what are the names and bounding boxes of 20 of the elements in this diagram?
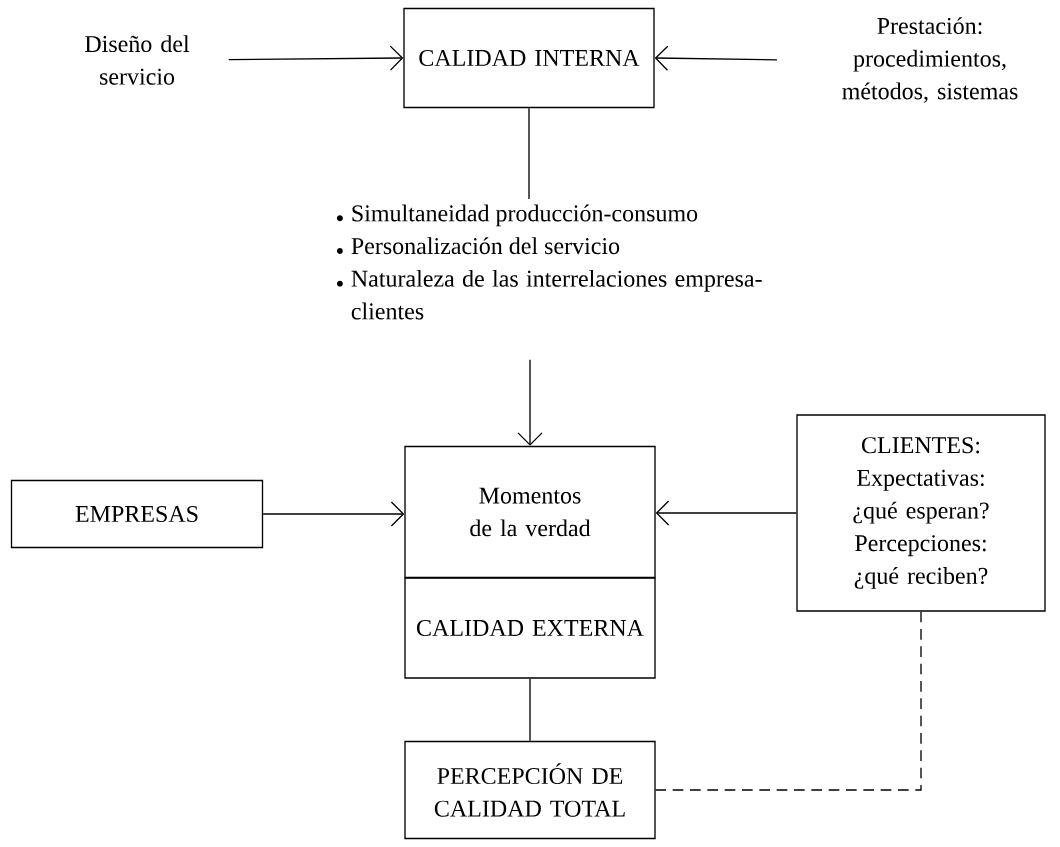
label-text: Diseño del servicio — [85, 35, 190, 85]
connector-line — [528, 107, 530, 200]
node-label: Simultaneidad producción-consumo — [352, 204, 698, 227]
arrow — [262, 501, 405, 527]
connector-line — [529, 678, 531, 742]
arrow — [517, 359, 543, 446]
process-box: Momentos de la verdad — [404, 445, 656, 579]
node-label: Naturaleza de las interrelaciones empresa-clientes — [351, 269, 762, 320]
dashed-line — [655, 611, 922, 791]
process-box: EMPRESAS — [10, 479, 264, 549]
process-box: PERCEPCIÓN DE CALIDAD TOTAL — [404, 740, 656, 840]
label-text: Prestación: procedimientos, métodos, sistemas — [842, 17, 1018, 103]
node-label: Personalización del servicio — [351, 237, 620, 255]
process-box: CALIDAD INTERNA — [403, 7, 655, 109]
process-box: CLIENTES: Expectativas: ¿qué esperan? Percepciones: ¿qué reciben? — [796, 414, 1046, 612]
arrow — [228, 45, 404, 71]
bullet-list: Simultaneidad producción-consumo Personalización del servicio Naturaleza de las interrelaciones empresa-clientes — [336, 204, 762, 320]
process-box: CALIDAD EXTERNA — [404, 577, 656, 679]
arrow — [654, 45, 778, 71]
arrow — [655, 500, 797, 526]
